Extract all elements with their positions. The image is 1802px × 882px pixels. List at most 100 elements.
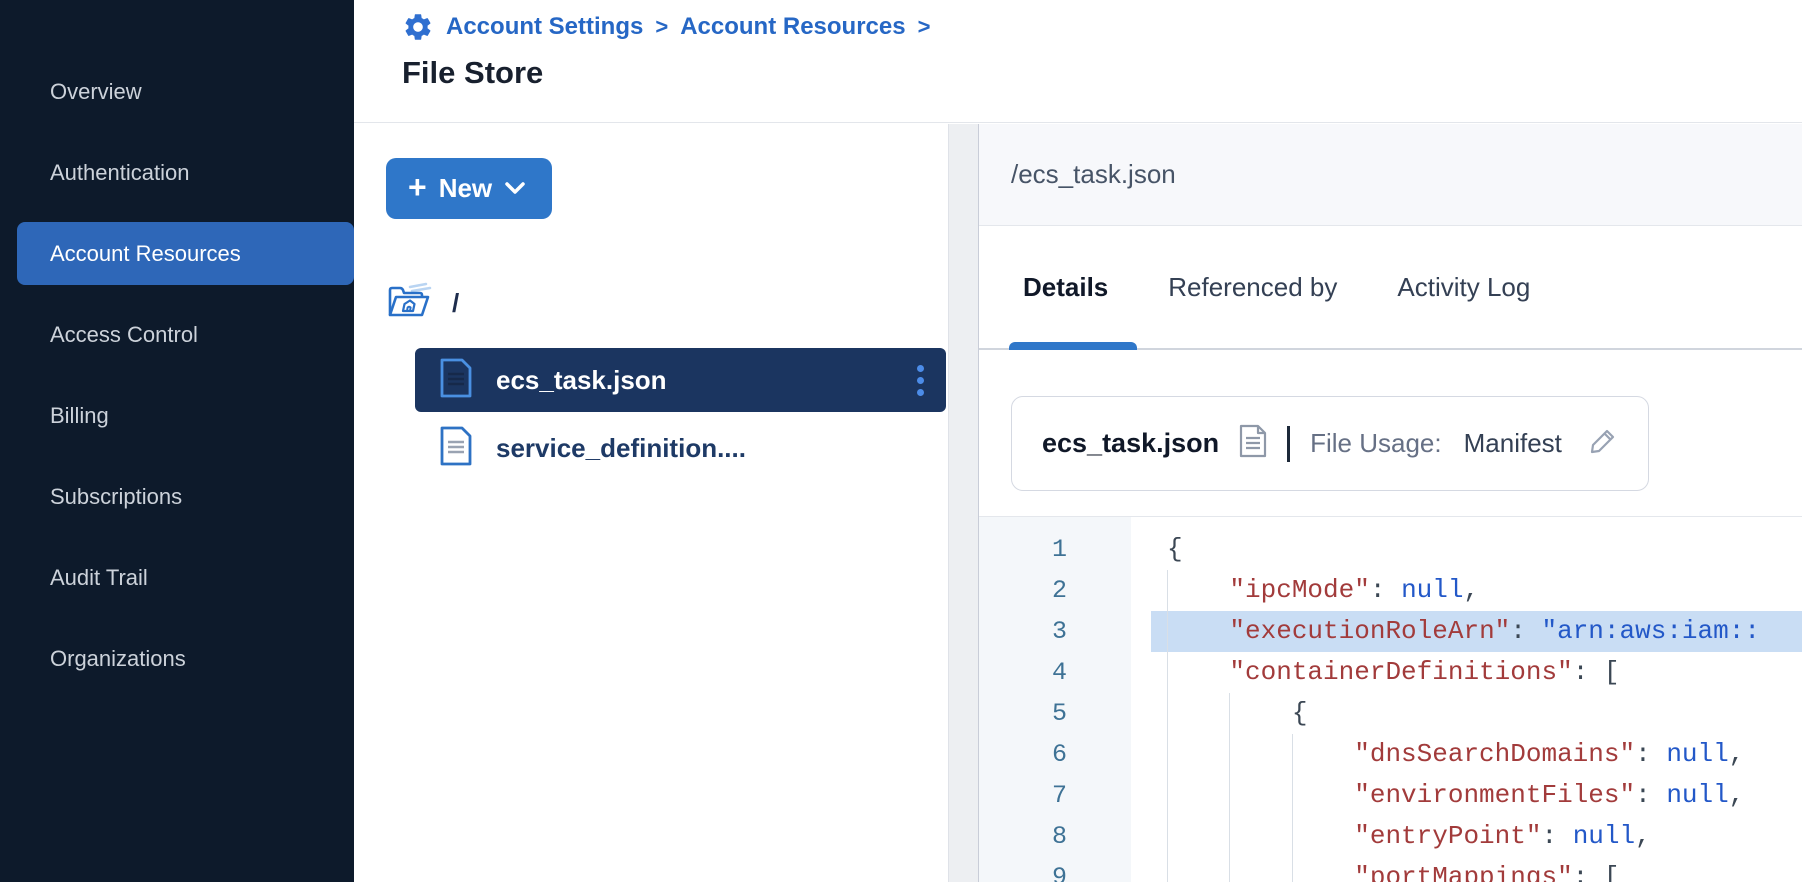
new-button-label: New [438, 173, 493, 203]
indent-guide [1167, 857, 1168, 882]
code-line: "executionRoleArn": "arn:aws:iam:: [1151, 611, 1802, 652]
indent-guide [1291, 775, 1293, 816]
file-path-header: /ecs_task.json [979, 124, 1802, 226]
document-icon [1239, 424, 1267, 463]
breadcrumb-link-account-resources[interactable]: Account Resources [680, 13, 906, 40]
line-number: 6 [1051, 740, 1067, 769]
code-line: "entryPoint": null, [1151, 816, 1802, 857]
page-header: Account Settings > Account Resources > F… [354, 0, 1802, 123]
chevron-down-icon [504, 179, 526, 198]
indent-guide [1167, 816, 1168, 857]
file-detail-panel: /ecs_task.json Details Referenced by Activ… [978, 124, 1802, 882]
breadcrumb-link-account-settings[interactable]: Account Settings [446, 13, 644, 40]
code-content: { "ipcMode": null, "executionRoleArn": "… [1151, 517, 1802, 882]
code-value: null [1401, 575, 1464, 605]
breadcrumb-separator: > [655, 14, 669, 39]
code-punct: : [1541, 821, 1573, 851]
file-icon [440, 426, 472, 471]
code-punct: , [1463, 575, 1480, 605]
code-line: { [1151, 693, 1802, 734]
sidebar-item-organizations[interactable]: Organizations [50, 645, 186, 671]
line-number: 5 [1051, 699, 1067, 728]
indent-guide [1291, 734, 1293, 775]
code-value: "arn:aws:iam:: [1541, 616, 1760, 646]
sidebar-item-audit-trail[interactable]: Audit Trail [50, 564, 148, 590]
tab-details[interactable]: Details [1023, 271, 1109, 302]
file-list: ecs_task.json service_definition.... [415, 348, 946, 480]
file-store-panel: + New / [354, 124, 949, 882]
file-row[interactable]: ecs_task.json [415, 348, 946, 412]
sidebar-item-overview[interactable]: Overview [50, 78, 142, 104]
code-value: null [1666, 739, 1729, 769]
indent-guide [1167, 652, 1168, 693]
file-name-label: service_definition.... [496, 432, 746, 463]
line-number: 1 [1051, 535, 1067, 564]
code-punct: , [1728, 780, 1745, 810]
file-row[interactable]: service_definition.... [415, 416, 946, 480]
file-name: ecs_task.json [1042, 428, 1220, 458]
line-number: 2 [1051, 576, 1067, 605]
sidebar-item-subscriptions[interactable]: Subscriptions [50, 483, 183, 509]
gear-icon [402, 11, 434, 43]
folder-home-icon [386, 281, 432, 326]
line-number: 9 [1051, 863, 1067, 882]
indent-guide [1167, 570, 1168, 611]
sidebar-item-billing[interactable]: Billing [50, 402, 109, 428]
code-punct: : [1572, 862, 1604, 882]
line-number: 4 [1051, 658, 1067, 687]
code-key: "entryPoint" [1354, 821, 1542, 851]
code-line: "ipcMode": null, [1151, 570, 1802, 611]
code-punct: [ [1603, 657, 1620, 687]
code-line: { [1151, 529, 1802, 570]
panel-divider [949, 124, 978, 882]
root-folder-label: / [452, 287, 460, 318]
root-folder-row[interactable]: / [386, 281, 948, 326]
code-line: "containerDefinitions": [ [1151, 652, 1802, 693]
indent-guide [1229, 816, 1231, 857]
indent-guide [1167, 693, 1168, 734]
code-key: "containerDefinitions" [1229, 657, 1573, 687]
file-usage-label: File Usage: [1310, 428, 1442, 458]
tab-activity-log[interactable]: Activity Log [1397, 271, 1531, 302]
line-number: 3 [1051, 617, 1067, 646]
code-punct: { [1291, 698, 1308, 728]
indent-guide [1291, 816, 1293, 857]
indent-guide [1167, 734, 1168, 775]
content: + New / [354, 124, 1802, 882]
file-icon [440, 358, 472, 403]
code-key: "dnsSearchDomains" [1354, 739, 1636, 769]
tab-referenced-by[interactable]: Referenced by [1168, 271, 1338, 302]
indent-guide [1229, 857, 1231, 882]
edit-pencil-icon[interactable] [1588, 426, 1618, 461]
breadcrumb: Account Settings > Account Resources > [402, 9, 1802, 45]
file-info-row: ecs_task.json File Usage: Manifest [979, 350, 1802, 491]
new-button[interactable]: + New [386, 158, 553, 219]
code-punct: : [1510, 616, 1542, 646]
divider [1287, 425, 1291, 462]
code-key: "environmentFiles" [1354, 780, 1636, 810]
code-punct: , [1635, 821, 1651, 851]
sidebar-item-account-resources[interactable]: Account Resources [17, 222, 354, 285]
sidebar-item-access-control[interactable]: Access Control [50, 321, 198, 347]
indent-guide [1167, 775, 1168, 816]
sidebar-item-authentication[interactable]: Authentication [50, 159, 190, 185]
breadcrumb-separator: > [917, 14, 931, 39]
indent-guide [1167, 611, 1168, 652]
file-info-box: ecs_task.json File Usage: Manifest [1011, 396, 1649, 491]
file-usage-value: Manifest [1463, 428, 1562, 458]
file-name-label: ecs_task.json [496, 364, 667, 395]
line-number: 8 [1051, 822, 1067, 851]
code-key: "ipcMode" [1229, 575, 1370, 605]
code-key: "portMappings" [1354, 862, 1573, 882]
kebab-menu-icon[interactable] [913, 361, 928, 400]
code-punct: : [1572, 657, 1604, 687]
code-punct: [ [1603, 862, 1620, 882]
indent-guide [1229, 775, 1231, 816]
code-punct: : [1635, 780, 1667, 810]
indent-guide [1229, 734, 1231, 775]
code-line: "dnsSearchDomains": null, [1151, 734, 1802, 775]
code-line: "portMappings": [ [1151, 857, 1802, 882]
